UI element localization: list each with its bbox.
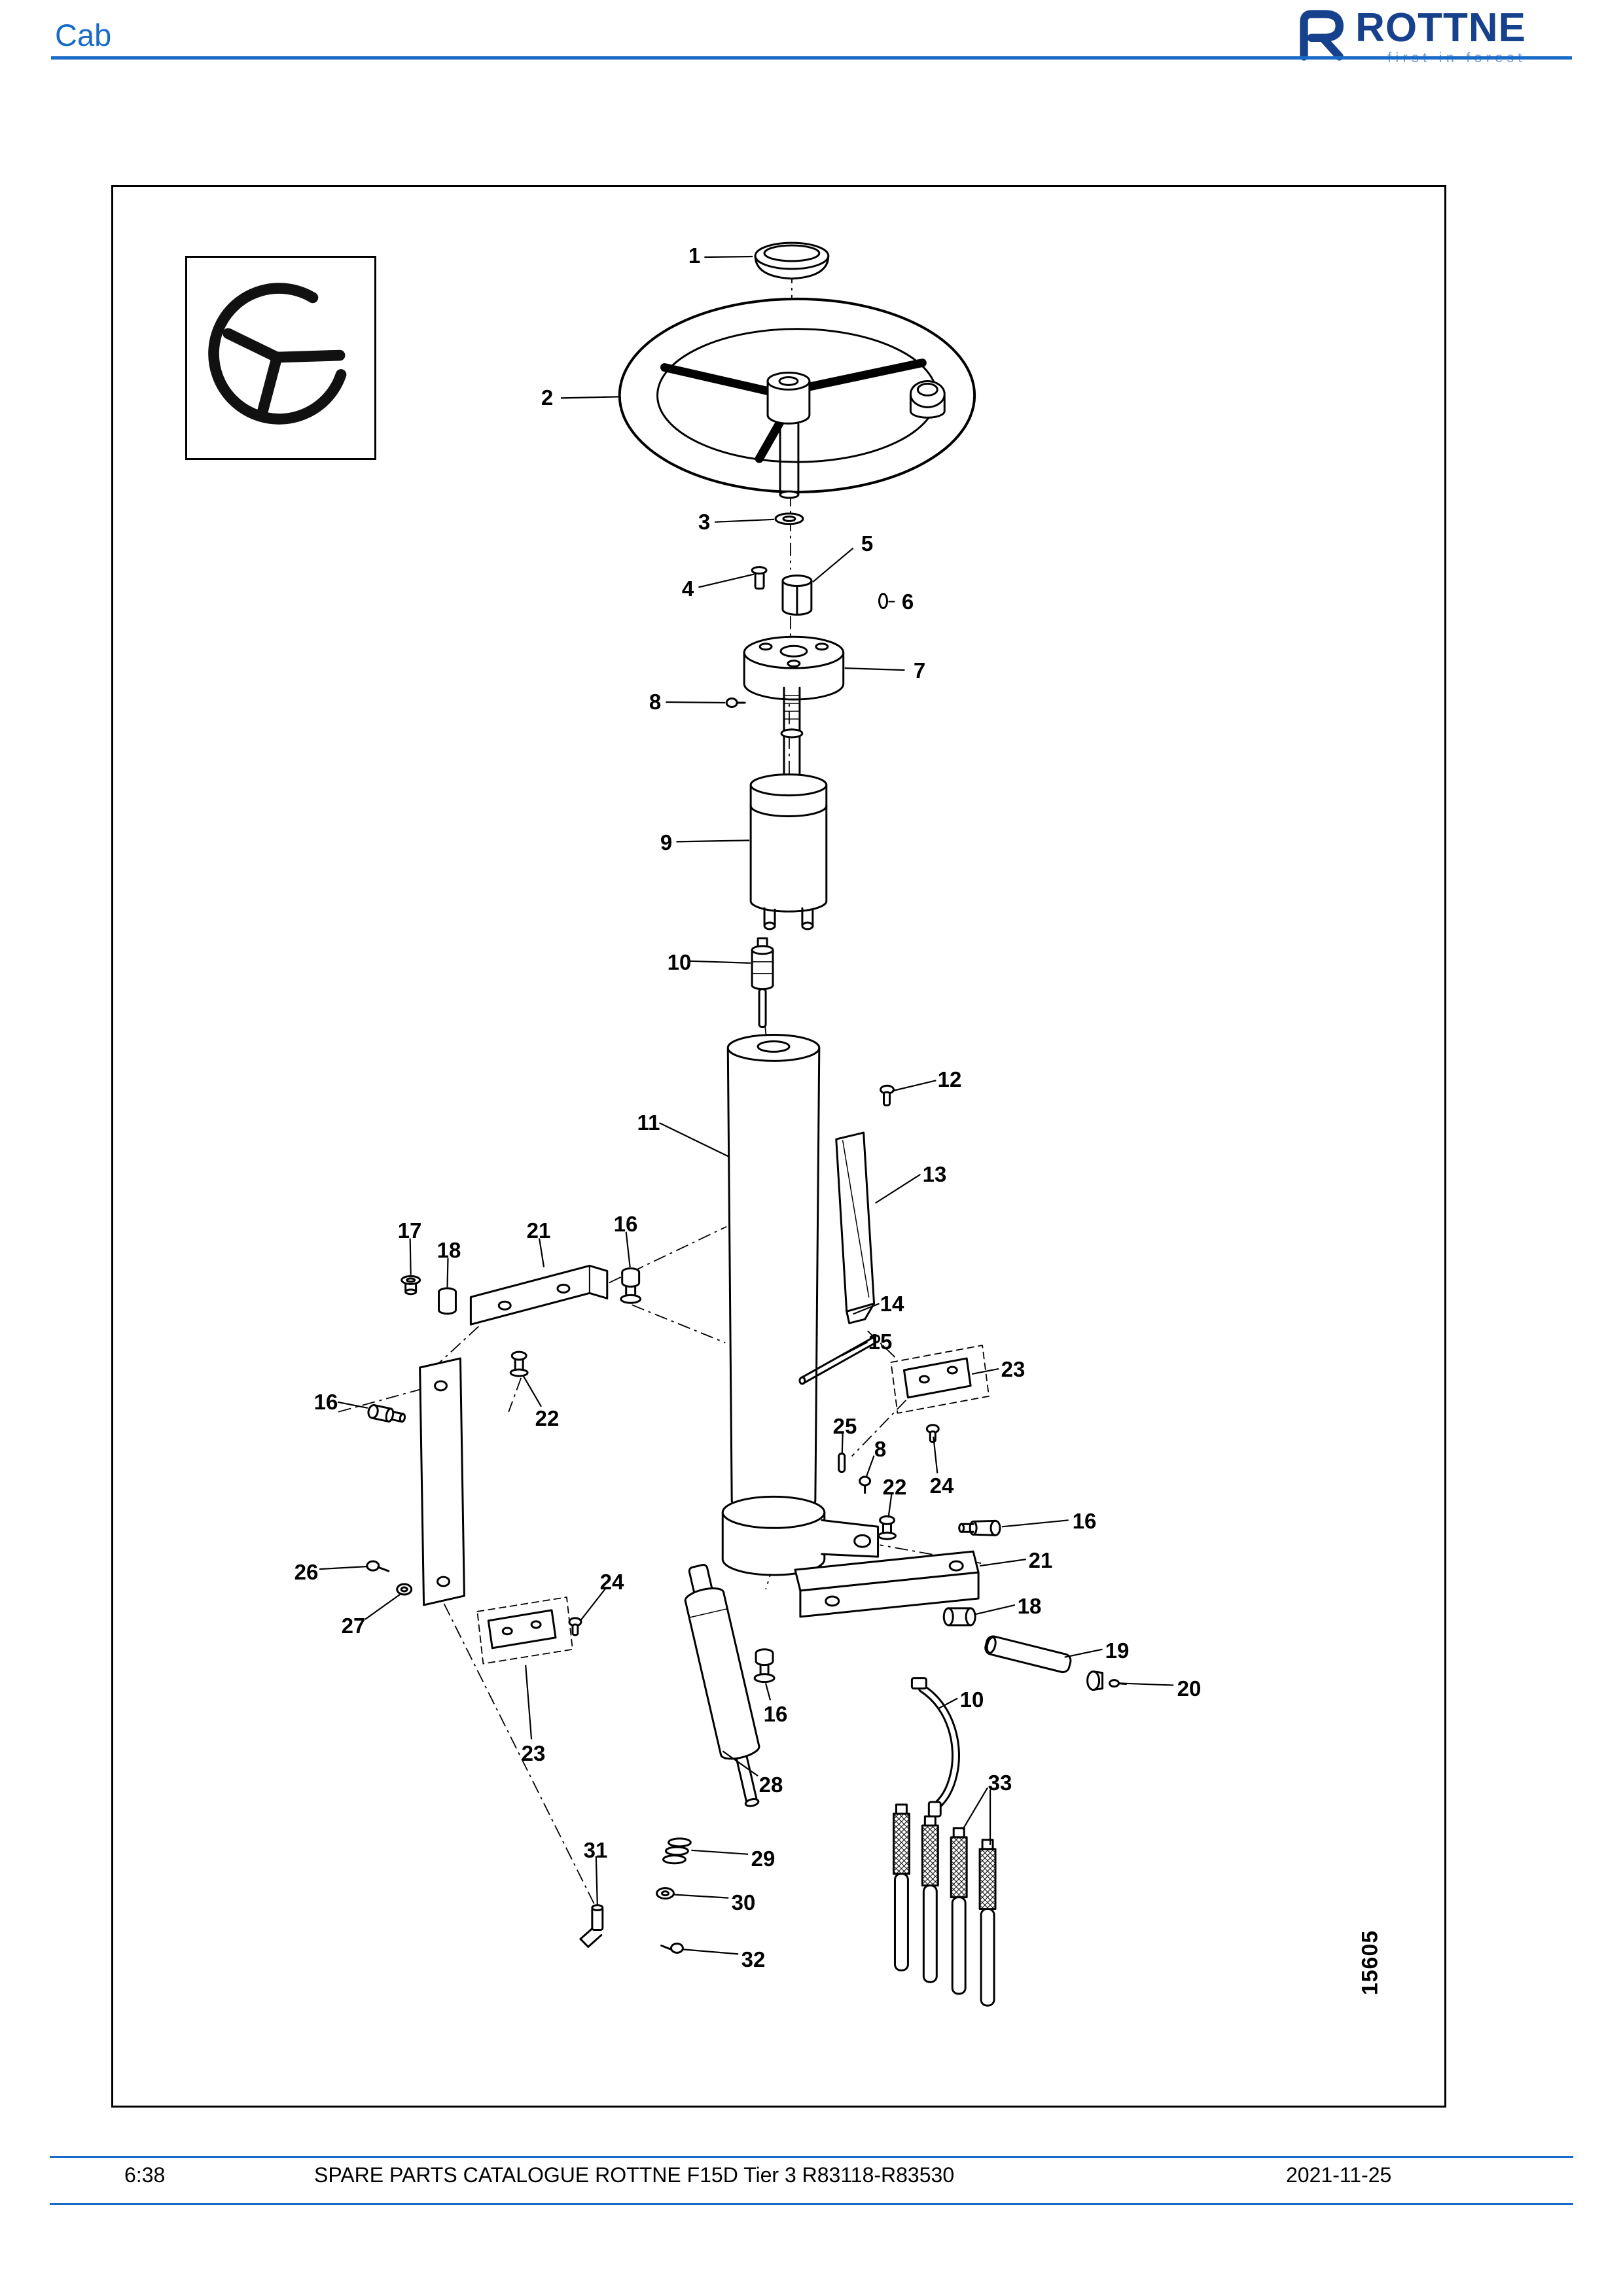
part-bolt-22a	[509, 1351, 529, 1377]
part-cylinder-28	[684, 1564, 760, 1807]
callout-4: 4	[681, 576, 694, 601]
part-screw-24b	[568, 1617, 582, 1636]
callout-16: 16	[763, 1702, 788, 1726]
callout-27: 27	[341, 1614, 366, 1638]
part-coupling-10a	[751, 937, 774, 1029]
part-washer-3	[774, 512, 804, 525]
part-cover-plate-13	[835, 1131, 876, 1324]
callout-16: 16	[613, 1212, 638, 1236]
callout-14: 14	[880, 1292, 904, 1316]
callout-31: 31	[583, 1838, 608, 1862]
callout-3: 3	[698, 510, 711, 534]
part-bolt-16b	[367, 1404, 406, 1423]
part-bolt-22b	[878, 1515, 897, 1540]
part-bushing-18a	[438, 1287, 457, 1315]
part-bracket-left-tall	[419, 1357, 465, 1606]
callout-7: 7	[913, 658, 926, 682]
callout-21: 21	[526, 1218, 551, 1243]
header-divider	[51, 56, 1572, 60]
callout-22: 22	[535, 1406, 560, 1430]
part-pin-6	[878, 592, 889, 609]
part-screw-8b	[859, 1475, 872, 1494]
callout-10: 10	[667, 950, 692, 974]
part-washers-29	[662, 1837, 692, 1865]
footer-divider-bottom	[50, 2203, 1573, 2205]
steering-wheel-icon	[208, 283, 347, 425]
callout-17: 17	[397, 1218, 422, 1243]
callout-18: 18	[1017, 1594, 1042, 1618]
callout-19: 19	[1105, 1638, 1130, 1663]
callout-23: 23	[521, 1741, 546, 1765]
part-plate-23b	[476, 1597, 573, 1665]
callout-18: 18	[437, 1238, 461, 1262]
callout-24: 24	[599, 1570, 624, 1594]
callout-22: 22	[882, 1475, 907, 1499]
part-screw-12	[880, 1084, 895, 1106]
callout-33: 33	[988, 1771, 1012, 1795]
callout-20: 20	[1177, 1676, 1202, 1701]
callout-21: 21	[1028, 1548, 1053, 1572]
part-hoses-33	[892, 1803, 997, 2007]
part-splined-shaft	[780, 686, 804, 781]
callout-2: 2	[541, 385, 554, 410]
callout-11: 11	[637, 1110, 660, 1135]
part-pin-25	[838, 1453, 846, 1474]
footer-divider-top	[50, 2156, 1573, 2158]
footer-page-number: 6:38	[124, 2163, 166, 2187]
rottne-r-icon	[1300, 10, 1344, 61]
callout-10: 10	[959, 1687, 984, 1712]
part-horn-cap	[754, 241, 830, 280]
part-hub-flange-7	[743, 635, 845, 701]
part-bracket-21a	[469, 1264, 609, 1326]
footer-catalogue-title: SPARE PARTS CATALOGUE ROTTNE F15D Tier 3…	[314, 2163, 955, 2187]
callout-23: 23	[1001, 1357, 1026, 1381]
callout-12: 12	[937, 1067, 962, 1091]
callout-29: 29	[751, 1846, 776, 1871]
part-link-pin-19	[984, 1635, 1072, 1674]
part-bolt-4	[751, 566, 768, 590]
exploded-diagram	[319, 241, 1174, 2007]
callout-32: 32	[741, 1947, 766, 1971]
part-screw-32	[660, 1942, 684, 1954]
page-section-title: Cab	[55, 18, 112, 52]
brand-name: ROTTNE	[1355, 5, 1526, 50]
steering-wheel-symbol-box	[185, 256, 376, 460]
callout-30: 30	[731, 1890, 756, 1915]
part-bolt-16d	[753, 1648, 776, 1684]
callout-8: 8	[649, 690, 662, 714]
part-rod-15	[798, 1334, 881, 1385]
leader-lines	[319, 255, 1174, 1955]
part-plate-23a	[890, 1345, 990, 1414]
callout-13: 13	[922, 1162, 947, 1186]
part-ring-27	[396, 1583, 413, 1596]
callout-24: 24	[929, 1474, 954, 1498]
callout-9: 9	[660, 830, 673, 855]
part-screw-26	[366, 1560, 390, 1572]
footer-date: 2021-11-25	[1286, 2163, 1392, 2187]
figure-number: 15605	[1357, 1930, 1383, 1996]
part-screw-8a	[725, 698, 746, 708]
callout-25: 25	[832, 1414, 857, 1438]
callout-5: 5	[861, 531, 874, 556]
callout-6: 6	[901, 590, 914, 614]
callout-16: 16	[313, 1390, 338, 1414]
part-washer-17	[401, 1275, 421, 1296]
part-ring-30	[656, 1887, 675, 1900]
callout-16: 16	[1072, 1509, 1097, 1533]
part-clamp-sleeve-5	[781, 574, 813, 616]
part-bolt-16c	[958, 1519, 1001, 1536]
part-bushing-18b	[942, 1607, 976, 1627]
callout-28: 28	[758, 1773, 783, 1797]
callout-1: 1	[688, 243, 701, 268]
callout-15: 15	[868, 1330, 893, 1354]
callout-26: 26	[294, 1560, 319, 1584]
part-column-clamp	[721, 1495, 880, 1576]
callout-8: 8	[874, 1437, 887, 1461]
part-bolt-16a	[620, 1267, 642, 1304]
part-steering-valve-9	[749, 773, 828, 930]
part-steering-wheel	[618, 297, 976, 499]
part-bracket-21b	[794, 1550, 980, 1618]
